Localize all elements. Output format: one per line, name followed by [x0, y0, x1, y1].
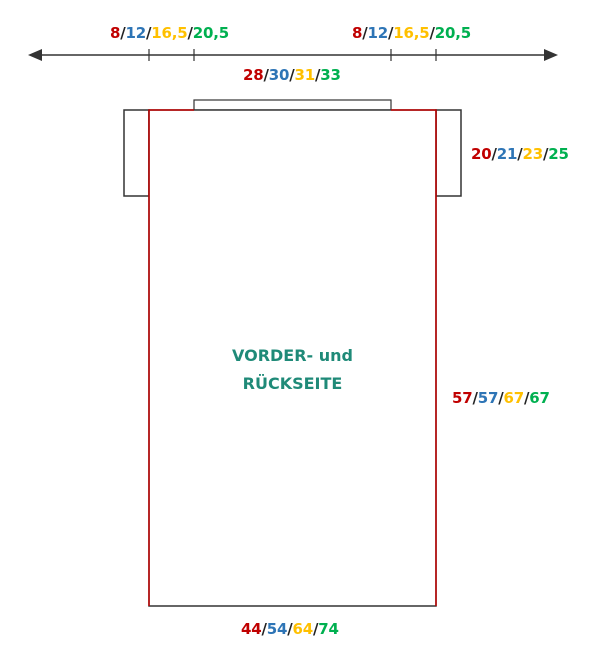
size-value-1: 28 — [243, 66, 264, 84]
size-value-4: 33 — [320, 66, 341, 84]
size-value-1: 44 — [241, 620, 262, 638]
neck-width-label: 28/30/31/33 — [243, 66, 341, 84]
size-value-4: 67 — [529, 389, 550, 407]
size-value-1: 20 — [471, 145, 492, 163]
size-separator: / — [289, 66, 295, 84]
size-separator: / — [388, 24, 394, 42]
size-value-3: 16,5 — [151, 24, 188, 42]
size-separator: / — [429, 24, 435, 42]
size-value-4: 20,5 — [192, 24, 230, 42]
size-value-2: 21 — [496, 145, 518, 163]
size-value-1: 8 — [110, 24, 121, 42]
size-separator: / — [263, 66, 269, 84]
size-separator: / — [517, 145, 523, 163]
body-width-label: 44/54/64/74 — [241, 620, 339, 638]
panel-title: VORDER- und RÜCKSEITE — [149, 342, 436, 398]
size-separator: / — [261, 620, 267, 638]
size-value-3: 23 — [522, 145, 544, 163]
size-separator: / — [313, 620, 319, 638]
shoulder-left-label: 8/12/16,5/20,5 — [110, 24, 229, 42]
size-value-4: 20,5 — [434, 24, 472, 42]
size-separator: / — [287, 620, 293, 638]
size-value-3: 16,5 — [393, 24, 430, 42]
panel-title-line1: VORDER- und — [232, 346, 353, 365]
neckline-band — [193, 99, 392, 111]
size-separator: / — [146, 24, 152, 42]
size-separator: / — [315, 66, 321, 84]
sleeve-width-label: 20/21/23/25 — [471, 145, 569, 163]
size-value-2: 57 — [477, 389, 499, 407]
size-value-1: 57 — [452, 389, 473, 407]
size-value-4: 74 — [318, 620, 339, 638]
size-value-4: 25 — [548, 145, 569, 163]
size-separator: / — [491, 145, 497, 163]
panel-title-line2: RÜCKSEITE — [242, 374, 343, 393]
size-value-3: 64 — [292, 620, 314, 638]
body-panel — [148, 109, 437, 607]
size-value-3: 67 — [503, 389, 525, 407]
size-value-2: 30 — [268, 66, 290, 84]
shoulder-right-label: 8/12/16,5/20,5 — [352, 24, 471, 42]
size-value-3: 31 — [294, 66, 316, 84]
size-value-1: 8 — [352, 24, 363, 42]
left-sleeve — [123, 109, 150, 197]
size-separator: / — [524, 389, 530, 407]
body-edge-left — [148, 109, 194, 606]
right-sleeve — [435, 109, 462, 197]
size-separator: / — [472, 389, 478, 407]
size-separator: / — [543, 145, 549, 163]
length-label: 57/57/67/67 — [452, 389, 550, 407]
arrow-left-head — [28, 49, 42, 61]
size-separator: / — [120, 24, 126, 42]
size-separator: / — [187, 24, 193, 42]
size-value-2: 54 — [266, 620, 288, 638]
body-edge-right — [391, 109, 437, 606]
size-separator: / — [498, 389, 504, 407]
size-value-2: 12 — [367, 24, 389, 42]
arrow-right-head — [544, 49, 558, 61]
size-separator: / — [362, 24, 368, 42]
size-value-2: 12 — [125, 24, 147, 42]
